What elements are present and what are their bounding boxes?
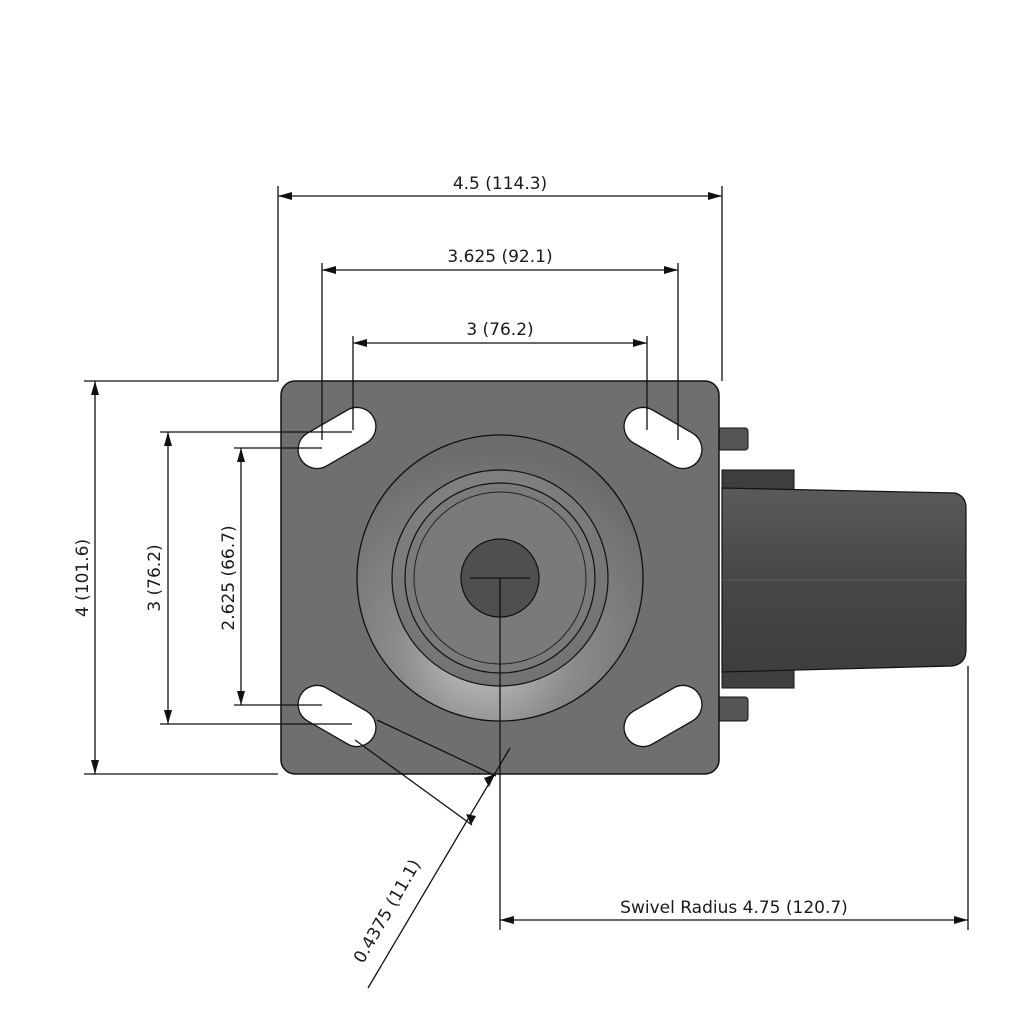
bolt-slots: [297, 406, 703, 748]
arrowhead: [237, 448, 245, 462]
bolt-slot-bottom-right: [623, 684, 703, 748]
leader-line: [376, 719, 497, 777]
label-swivel-radius: Swivel Radius 4.75 (120.7): [620, 898, 848, 918]
label-bolt-hole-diameter: 0.4375 (11.1): [350, 856, 425, 966]
label-overall-height: 4 (101.6): [73, 539, 93, 617]
arrowhead: [500, 916, 514, 924]
wheel-assembly: [717, 427, 967, 722]
label-inner-hole-spacing: 3 (76.2): [466, 320, 533, 340]
dimension-lines: [84, 186, 969, 989]
arrowhead: [484, 774, 495, 787]
label-outer-vertical-spacing: 3 (76.2): [145, 544, 165, 611]
leader-line: [367, 747, 511, 989]
swivel-bearing: [356, 434, 644, 722]
arrowhead: [664, 266, 678, 274]
arrowhead: [91, 381, 99, 395]
arrowhead: [633, 339, 647, 347]
fork-stub-top: [717, 427, 749, 451]
arrowhead: [708, 192, 722, 200]
arrowhead: [237, 691, 245, 705]
bolt-slot-bottom-left: [297, 684, 377, 748]
bolt-slot-top-right: [623, 406, 703, 470]
axle-hub-top: [721, 469, 795, 491]
label-inner-vertical-spacing: 2.625 (66.7): [219, 525, 239, 630]
arrowhead: [353, 339, 367, 347]
arrowhead: [164, 710, 172, 724]
bolt-slot-top-left: [297, 406, 377, 470]
arrowhead: [91, 760, 99, 774]
leader-line: [354, 739, 473, 826]
dimension-labels: 4.5 (114.3) 3.625 (92.1) 3 (76.2) 4 (101…: [73, 174, 848, 967]
arrowhead: [466, 814, 476, 825]
fork-stub-bottom: [717, 696, 749, 722]
arrowhead: [954, 916, 968, 924]
label-outer-hole-spacing: 3.625 (92.1): [447, 247, 552, 267]
arrowhead: [164, 432, 172, 446]
arrowhead: [278, 192, 292, 200]
arrowhead: [322, 266, 336, 274]
label-overall-width: 4.5 (114.3): [453, 174, 547, 194]
